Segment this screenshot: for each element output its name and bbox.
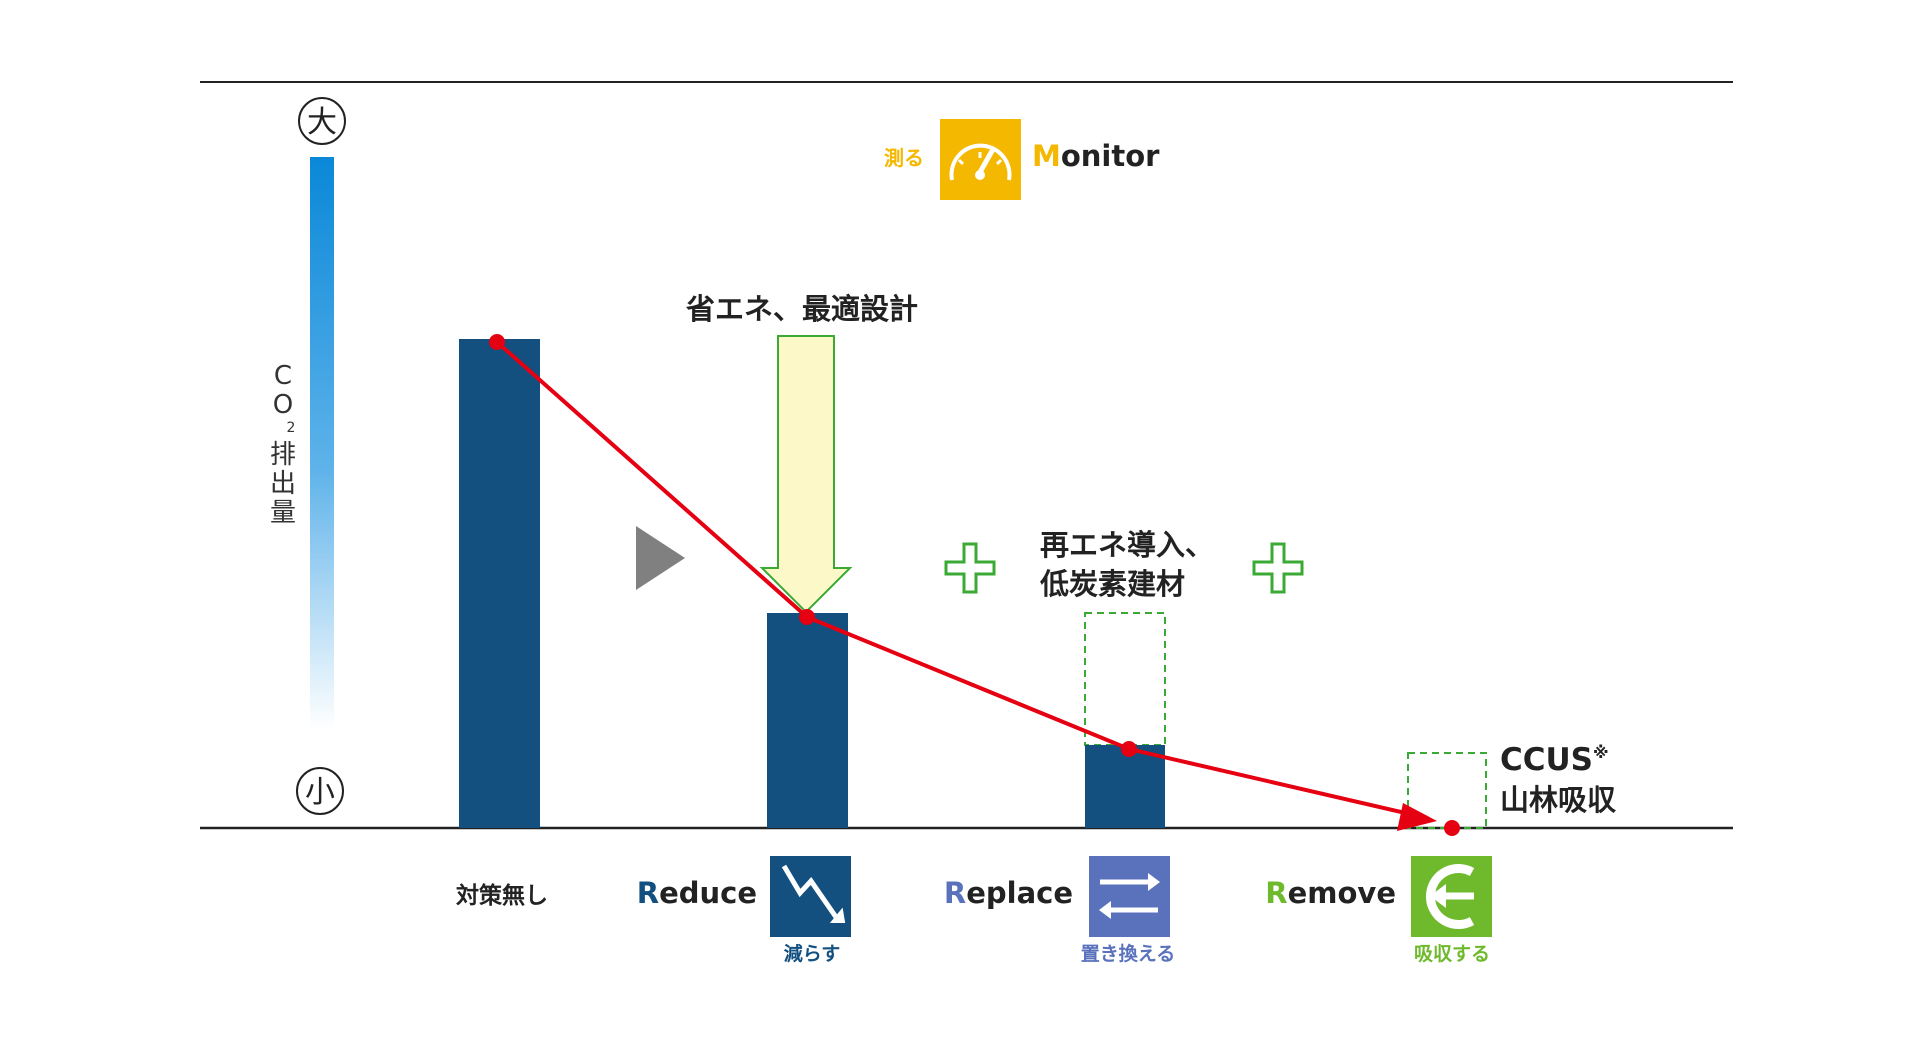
reduce-jp-label: 減らす — [784, 942, 841, 965]
reduce-en-initial: R — [637, 876, 659, 910]
monitor-en-initial: M — [1032, 139, 1061, 173]
axis-label-char5: 出 — [270, 469, 296, 499]
remove-en-initial: R — [1265, 876, 1287, 910]
plus-icon-right — [1252, 542, 1304, 594]
replace-dashed-box — [1084, 612, 1166, 746]
ccus-label-text: CCUS — [1500, 742, 1593, 778]
remove-jp-label: 吸収する — [1414, 943, 1490, 965]
remove-en-rest: emove — [1288, 876, 1396, 910]
monitor-en-rest: onitor — [1061, 139, 1160, 173]
monitor-icon-box — [940, 119, 1021, 200]
scale-bottom-label: 小 — [305, 775, 335, 810]
monitor-jp-label: 測る — [884, 146, 924, 170]
play-arrow-icon — [636, 526, 685, 590]
axis-label-2: 2 — [287, 420, 296, 436]
emission-scale: 大 小 C O 2 排 出 量 — [270, 97, 346, 815]
trend-down-icon — [781, 864, 846, 923]
bar-no-measures — [459, 339, 540, 828]
trend-point-reduce — [799, 609, 815, 625]
remove-en-label: Remove — [1265, 876, 1396, 910]
trend-point-remove — [1444, 820, 1460, 836]
axis-label-o: O — [273, 390, 293, 420]
reduce-down-arrow — [759, 335, 853, 614]
bar-replace — [1085, 745, 1165, 828]
trend-point-none — [489, 334, 505, 350]
ccus-note-mark: ※ — [1593, 743, 1609, 762]
speedometer-icon — [949, 143, 1012, 181]
reduce-icon-box — [770, 856, 851, 937]
trend-arrowhead — [1397, 803, 1437, 831]
emission-trend-line — [489, 334, 1460, 836]
trend-point-replace — [1121, 741, 1137, 757]
replace-annotation-line1: 再エネ導入、 — [1040, 528, 1214, 562]
replace-icon-box — [1089, 856, 1170, 937]
scale-top-label: 大 — [307, 105, 337, 140]
circular-arrow-icon — [1426, 864, 1475, 929]
axis-label-c: C — [274, 361, 292, 391]
monitor-en-label: Monitor — [1032, 139, 1160, 173]
scale-top-circle — [298, 97, 346, 145]
swap-arrows-icon — [1099, 873, 1160, 919]
axis-label-char4: 排 — [270, 440, 296, 470]
ccus-label: CCUS※ — [1500, 742, 1609, 778]
replace-annotation-line2: 低炭素建材 — [1039, 567, 1185, 601]
axis-label-char6: 量 — [270, 498, 296, 528]
replace-en-rest: eplace — [966, 876, 1073, 910]
scale-bottom-circle — [296, 767, 344, 815]
bar-reduce — [767, 613, 848, 828]
scale-gradient-bar — [310, 157, 334, 729]
replace-en-initial: R — [944, 876, 966, 910]
plus-icon-left — [944, 542, 996, 594]
ccus-label-line2: 山林吸収 — [1500, 783, 1617, 817]
replace-en-label: Replace — [944, 876, 1073, 910]
label-no-measures: 対策無し — [456, 882, 548, 909]
reduce-en-label: Reduce — [637, 876, 757, 910]
trend-polyline — [495, 340, 1428, 820]
monitor-group: 測る Monitor — [884, 119, 1160, 200]
reduce-en-rest: educe — [659, 876, 757, 910]
replace-jp-label: 置き換える — [1081, 942, 1175, 965]
reduce-annotation-label: 省エネ、最適設計 — [686, 292, 918, 326]
